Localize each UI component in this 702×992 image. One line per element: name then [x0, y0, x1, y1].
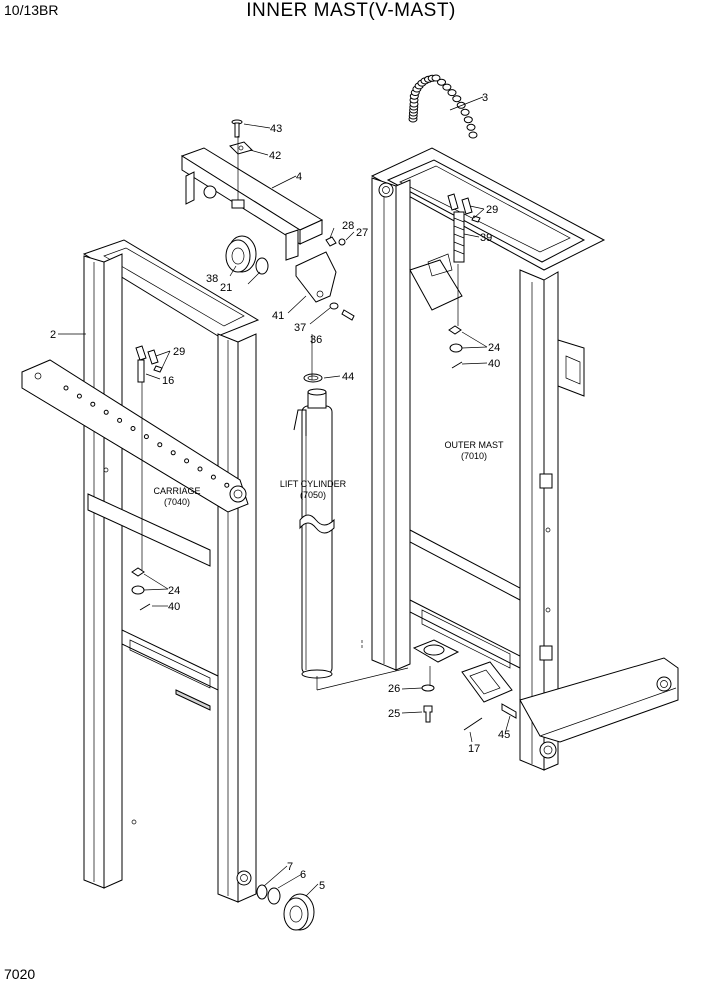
carriage-label: CARRIAGE: [153, 486, 200, 496]
callout-6: 6: [300, 869, 306, 881]
callout-38: 38: [206, 273, 218, 285]
callout-24-upper: 24: [488, 342, 500, 354]
callout-3: 3: [482, 92, 488, 104]
callout-45: 45: [498, 729, 510, 741]
callout-16: 16: [162, 375, 174, 387]
model-code: 10/13BR: [4, 2, 59, 18]
lift-cylinder-ref: (7050): [300, 490, 326, 500]
lift-chain: [408, 74, 478, 139]
hardware-upper-right: [447, 193, 481, 369]
callout-41: 41: [272, 310, 284, 322]
callout-42: 42: [269, 150, 281, 162]
chain-link: [466, 123, 476, 131]
carriage-bolt-hole: [90, 401, 96, 407]
carriage-bolt-hole: [76, 393, 82, 399]
bolt-28-27: [325, 236, 346, 247]
callout-21: 21: [220, 282, 232, 294]
leader-lines: [58, 96, 511, 897]
carriage-bolt-hole: [130, 426, 136, 431]
bolt-43: [231, 119, 243, 138]
callout-29-lower: 29: [173, 346, 185, 358]
washer-44: [303, 373, 323, 383]
callout-17: 17: [468, 743, 480, 755]
carriage-bolt-hole: [197, 466, 203, 472]
callout-37: 37: [294, 322, 306, 334]
chain-link: [437, 78, 446, 86]
chain-link: [460, 108, 470, 116]
outer-mast: [361, 147, 679, 771]
chain-guard-41: [295, 251, 337, 303]
assembly-labels: OUTER MAST (7010) LIFT CYLINDER (7050) C…: [153, 440, 504, 507]
callout-5: 5: [319, 880, 325, 892]
carriage-bolt-hole: [210, 474, 216, 480]
bolt-37-36: [329, 302, 355, 321]
bolt-26-25: [421, 684, 435, 723]
carriage-bolt-hole: [224, 482, 230, 488]
callout-27: 27: [356, 227, 368, 239]
carriage-bolt-hole: [103, 409, 109, 415]
chain-wheel-bracket: [180, 141, 324, 261]
chain-wheel-38: [225, 235, 257, 273]
callout-36: 36: [310, 334, 322, 346]
chain-link: [431, 74, 441, 82]
callout-28: 28: [342, 220, 354, 232]
carriage-bolt-hole: [157, 442, 163, 448]
bearing-5-6-7: [256, 884, 315, 931]
callout-7: 7: [287, 861, 293, 873]
lift-cylinder: [293, 388, 335, 679]
callout-39: 39: [480, 232, 492, 244]
callout-29-upper: 29: [486, 204, 498, 216]
chain-link: [452, 95, 462, 103]
callout-26: 26: [388, 683, 400, 695]
callout-25: 25: [388, 708, 400, 720]
snap-ring-21: [255, 257, 269, 275]
chain-anchor-bolt: [453, 211, 465, 263]
chain-link: [463, 116, 473, 124]
callout-24-lower: 24: [168, 585, 180, 597]
callout-40-lower: 40: [168, 601, 180, 613]
outer-mast-label: OUTER MAST: [444, 440, 504, 450]
callout-40-upper: 40: [488, 358, 500, 370]
callout-44: 44: [342, 371, 354, 383]
inner-mast-assembly: [82, 239, 260, 903]
carriage-ref: (7040): [164, 497, 190, 507]
carriage-holes: [63, 385, 230, 488]
page-number: 7020: [4, 966, 36, 982]
chain-link: [468, 131, 478, 139]
callout-2: 2: [50, 329, 56, 341]
pin-17-45: [463, 703, 517, 731]
callout-4: 4: [296, 171, 302, 183]
hardware-left: [131, 345, 163, 611]
carriage-bolt-hole: [117, 417, 123, 423]
part-callouts: 3 43 42 4 29 28 27 39 38 21 41 37 2 36 2…: [50, 92, 510, 892]
carriage-plate: [21, 359, 249, 513]
page-title: INNER MAST(V-MAST): [246, 0, 456, 21]
carriage-bolt-hole: [63, 385, 69, 391]
chain-link: [447, 89, 457, 97]
carriage-bolt-hole: [143, 434, 149, 440]
chain-link: [442, 83, 452, 91]
lift-cylinder-label: LIFT CYLINDER: [280, 479, 347, 489]
callout-43: 43: [270, 123, 282, 135]
carriage-bolt-hole: [184, 458, 190, 464]
outer-mast-ref: (7010): [461, 451, 487, 461]
carriage-bolt-hole: [170, 450, 176, 456]
